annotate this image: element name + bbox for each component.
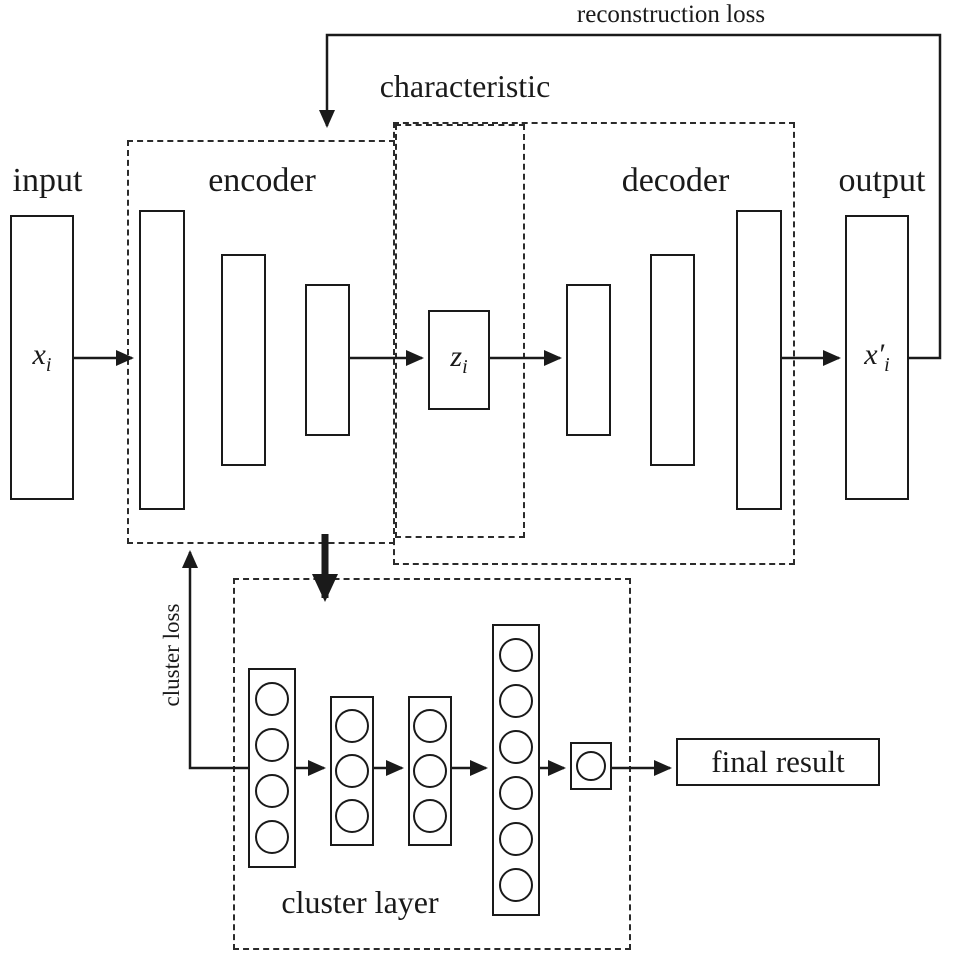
latent-node-label: zi	[428, 340, 490, 379]
final-result-label: final result	[711, 744, 845, 779]
neuron-circle	[335, 709, 369, 743]
decoder-label: decoder	[621, 162, 730, 199]
input-node-base: x	[32, 338, 46, 371]
cluster-column-4	[492, 624, 540, 916]
output-node-label: x′i	[845, 338, 909, 377]
encoder-layer-2-rect	[221, 254, 266, 466]
encoder-layer-1-rect	[139, 210, 185, 510]
cluster-column-3	[408, 696, 452, 846]
input-node-label: xi	[10, 338, 74, 377]
neuron-circle	[413, 754, 447, 788]
decoder-layer-3-rect	[736, 210, 782, 510]
characteristic-label: characteristic	[379, 68, 551, 104]
encoder-label: encoder	[208, 162, 316, 199]
cluster-layer-label: cluster layer	[281, 884, 439, 920]
neuron-circle	[335, 799, 369, 833]
neuron-circle	[499, 684, 533, 718]
input-layer-rect	[10, 215, 74, 500]
neuron-circle	[255, 774, 289, 808]
cluster-output-node	[570, 742, 612, 790]
neuron-circle	[499, 730, 533, 764]
decoder-layer-2-rect	[650, 254, 695, 466]
neuron-circle	[335, 754, 369, 788]
output-label: output	[838, 162, 926, 199]
input-label: input	[12, 162, 83, 199]
encoder-layer-3-rect	[305, 284, 350, 436]
output-node-sub: i	[884, 354, 890, 376]
neuron-circle	[255, 728, 289, 762]
neuron-circle	[255, 820, 289, 854]
final-result-box: final result	[676, 738, 880, 786]
neuron-circle	[499, 776, 533, 810]
decoder-layer-1-rect	[566, 284, 611, 436]
latent-node-sub: i	[462, 356, 468, 378]
neuron-circle	[499, 822, 533, 856]
cluster-column-1	[248, 668, 296, 868]
input-node-sub: i	[45, 354, 52, 376]
neuron-circle	[413, 799, 447, 833]
cluster-loss-label: cluster loss	[159, 603, 184, 707]
output-node-base: x′	[864, 338, 885, 371]
neuron-circle	[255, 682, 289, 716]
neuron-circle	[413, 709, 447, 743]
reconstruction-loss-label: reconstruction loss	[576, 1, 766, 28]
neuron-circle	[576, 751, 606, 781]
neuron-circle	[499, 638, 533, 672]
neuron-circle	[499, 868, 533, 902]
latent-node-base: z	[450, 340, 463, 373]
cluster-column-2	[330, 696, 374, 846]
